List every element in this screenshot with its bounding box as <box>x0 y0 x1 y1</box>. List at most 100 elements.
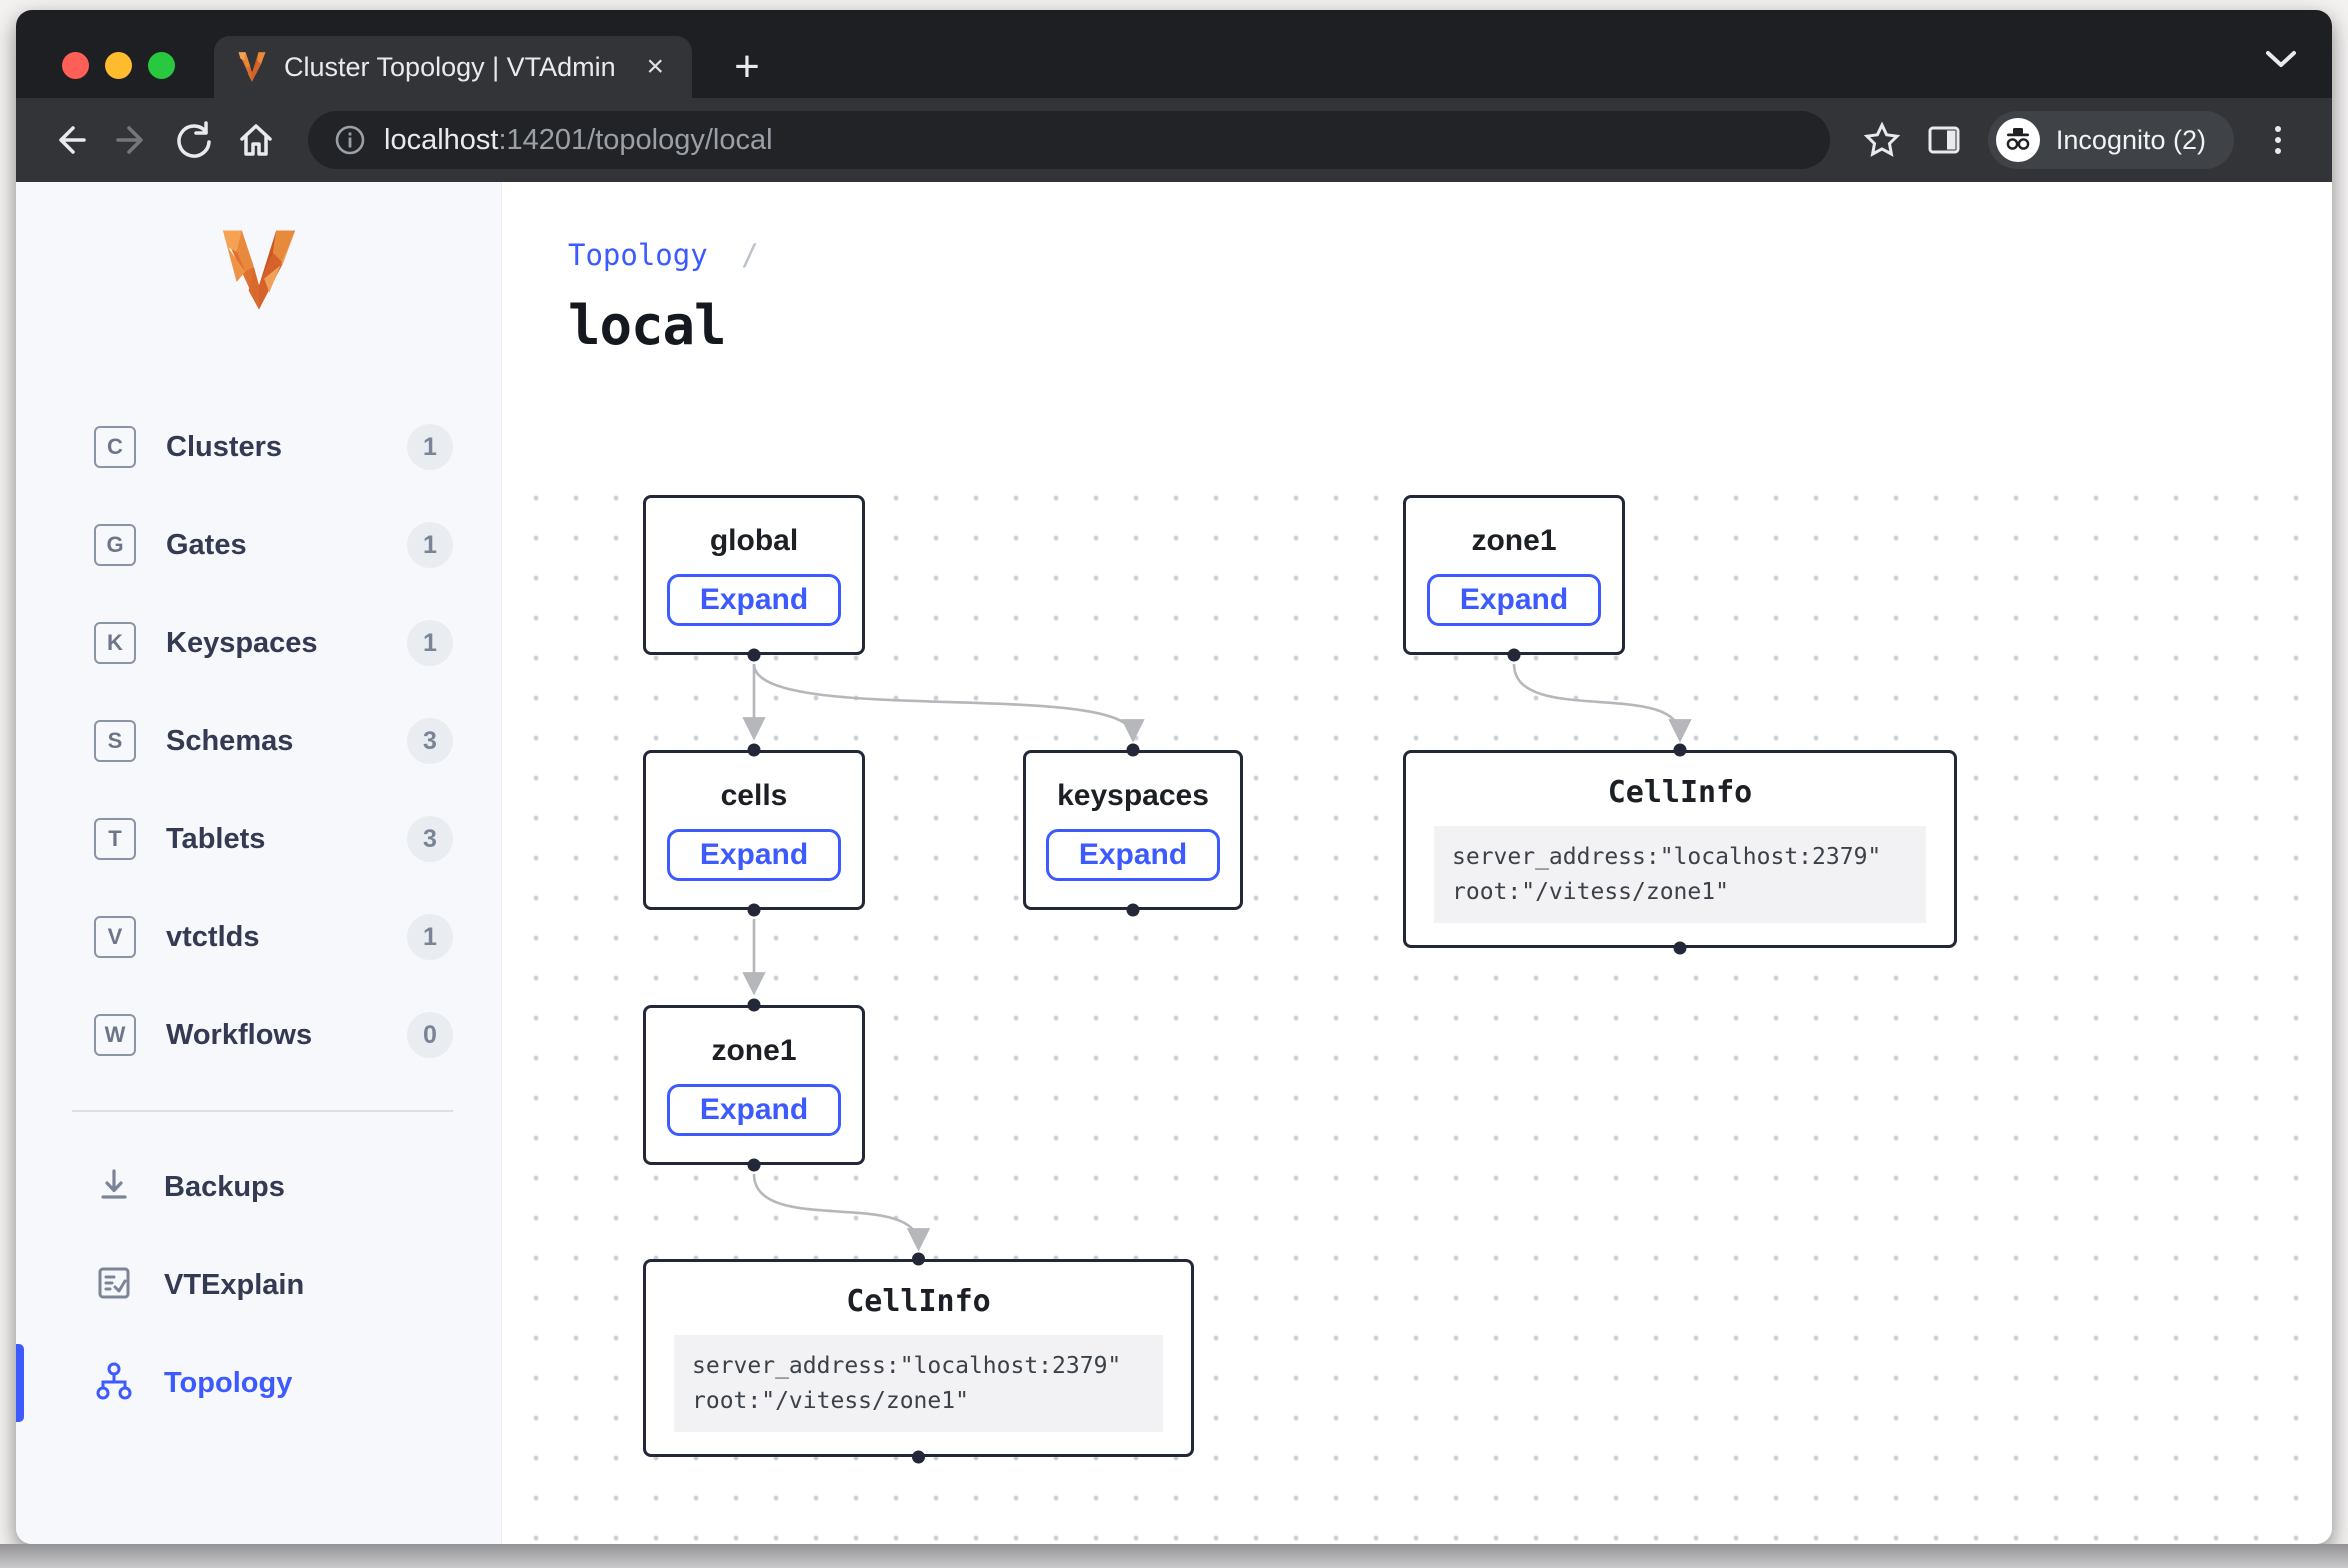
topology-node-cellinfo-right: CellInfo server_address:"localhost:2379" … <box>1403 750 1957 948</box>
url-path: :14201/topology/local <box>498 123 773 156</box>
expand-button-keyspaces[interactable]: Expand <box>1045 829 1221 881</box>
incognito-badge[interactable]: Incognito (2) <box>1987 111 2234 169</box>
sidebar-item-label: vtctlds <box>166 920 260 953</box>
sidebar-item-label: Tablets <box>166 822 266 855</box>
node-title: cells <box>720 779 788 812</box>
count-badge: 1 <box>407 424 453 470</box>
breadcrumb-separator: / <box>741 238 759 272</box>
breadcrumb-topology-link[interactable]: Topology <box>568 238 708 272</box>
expand-button-zone1-left[interactable]: Expand <box>666 1084 842 1136</box>
sidebar-item-label: Clusters <box>166 430 283 463</box>
sidebar-item-schemas[interactable]: S Schemas 3 <box>16 692 501 790</box>
expand-button-global[interactable]: Expand <box>666 574 842 626</box>
expand-button-zone1-top[interactable]: Expand <box>1426 574 1602 626</box>
side-panel-icon[interactable] <box>1918 114 1970 166</box>
page-header: Topology / local <box>502 182 2332 357</box>
sidebar-item-label: VTExplain <box>164 1268 305 1301</box>
sidebar-item-label: Keyspaces <box>166 626 318 659</box>
sidebar-item-topology[interactable]: Topology <box>16 1334 501 1432</box>
cellinfo-code: server_address:"localhost:2379" root:"/v… <box>1434 826 1926 923</box>
count-badge: 0 <box>407 1012 453 1058</box>
back-button[interactable] <box>44 114 96 166</box>
sidebar-item-label: Backups <box>164 1170 285 1203</box>
clusters-icon: C <box>94 426 136 468</box>
forward-button[interactable] <box>106 114 158 166</box>
count-badge: 3 <box>407 816 453 862</box>
zoom-window-button[interactable] <box>148 52 175 79</box>
page-title: local <box>568 294 727 357</box>
chevron-down-icon[interactable] <box>2264 48 2298 70</box>
tab-close-icon[interactable]: × <box>646 50 664 83</box>
site-info-icon[interactable] <box>334 124 366 156</box>
sidebar-item-label: Workflows <box>166 1018 313 1051</box>
minimize-window-button[interactable] <box>105 52 132 79</box>
doc-check-icon <box>94 1263 134 1308</box>
incognito-label: Incognito (2) <box>2055 124 2206 155</box>
browser-toolbar: localhost:14201/topology/local Incognito… <box>16 98 2332 182</box>
tab-strip: Cluster Topology | VTAdmin × + <box>16 10 2332 98</box>
gates-icon: G <box>94 524 136 566</box>
download-icon <box>94 1165 134 1210</box>
sidebar-item-tablets[interactable]: T Tablets 3 <box>16 790 501 888</box>
address-bar[interactable]: localhost:14201/topology/local <box>308 111 1830 169</box>
sidebar-item-clusters[interactable]: C Clusters 1 <box>16 398 501 496</box>
bookmark-star-icon[interactable] <box>1856 114 1908 166</box>
sidebar-item-keyspaces[interactable]: K Keyspaces 1 <box>16 594 501 692</box>
browser-window: Cluster Topology | VTAdmin × + localho <box>16 10 2332 1544</box>
sidebar-divider <box>72 1110 453 1112</box>
sidebar-item-label: Gates <box>166 528 247 561</box>
node-title: global <box>709 524 799 557</box>
home-button[interactable] <box>230 114 282 166</box>
sidebar-item-vtexplain[interactable]: VTExplain <box>16 1236 501 1334</box>
expand-button-cells[interactable]: Expand <box>666 829 842 881</box>
keyspaces-icon: K <box>94 622 136 664</box>
sidebar-item-label: Topology <box>164 1366 293 1399</box>
edge-global-to-keyspaces <box>752 663 1145 743</box>
count-badge: 1 <box>407 914 453 960</box>
vitess-favicon <box>238 52 266 82</box>
node-title: CellInfo <box>1607 775 1753 810</box>
desktop-background <box>0 1544 2348 1568</box>
tablets-icon: T <box>94 818 136 860</box>
close-window-button[interactable] <box>62 52 89 79</box>
reload-button[interactable] <box>168 114 220 166</box>
sidebar-item-gates[interactable]: G Gates 1 <box>16 496 501 594</box>
menu-dots-icon[interactable] <box>2252 114 2304 166</box>
count-badge: 1 <box>407 522 453 568</box>
incognito-icon <box>1995 118 2040 162</box>
breadcrumb: Topology / <box>568 238 2332 272</box>
sidebar-item-label: Schemas <box>166 724 294 757</box>
url-host: localhost <box>384 123 499 156</box>
node-title: keyspaces <box>1057 779 1209 812</box>
active-tab[interactable]: Cluster Topology | VTAdmin × <box>214 36 692 98</box>
count-badge: 3 <box>407 718 453 764</box>
edge-zone1-top-to-cellinfo-right <box>1512 663 1692 743</box>
vitess-logo[interactable] <box>16 226 501 314</box>
schemas-icon: S <box>94 720 136 762</box>
traffic-lights <box>62 52 175 79</box>
sidebar-item-backups[interactable]: Backups <box>16 1138 501 1236</box>
count-badge: 1 <box>407 620 453 666</box>
node-title: zone1 <box>1471 524 1557 557</box>
node-title: zone1 <box>711 1034 797 1067</box>
new-tab-button[interactable]: + <box>734 42 760 91</box>
node-title: CellInfo <box>846 1284 991 1319</box>
url-text: localhost:14201/topology/local <box>384 124 773 157</box>
tab-title: Cluster Topology | VTAdmin <box>284 51 616 82</box>
topology-icon <box>94 1361 134 1406</box>
edge-zone1-left-to-cellinfo-bottom <box>752 1173 931 1252</box>
